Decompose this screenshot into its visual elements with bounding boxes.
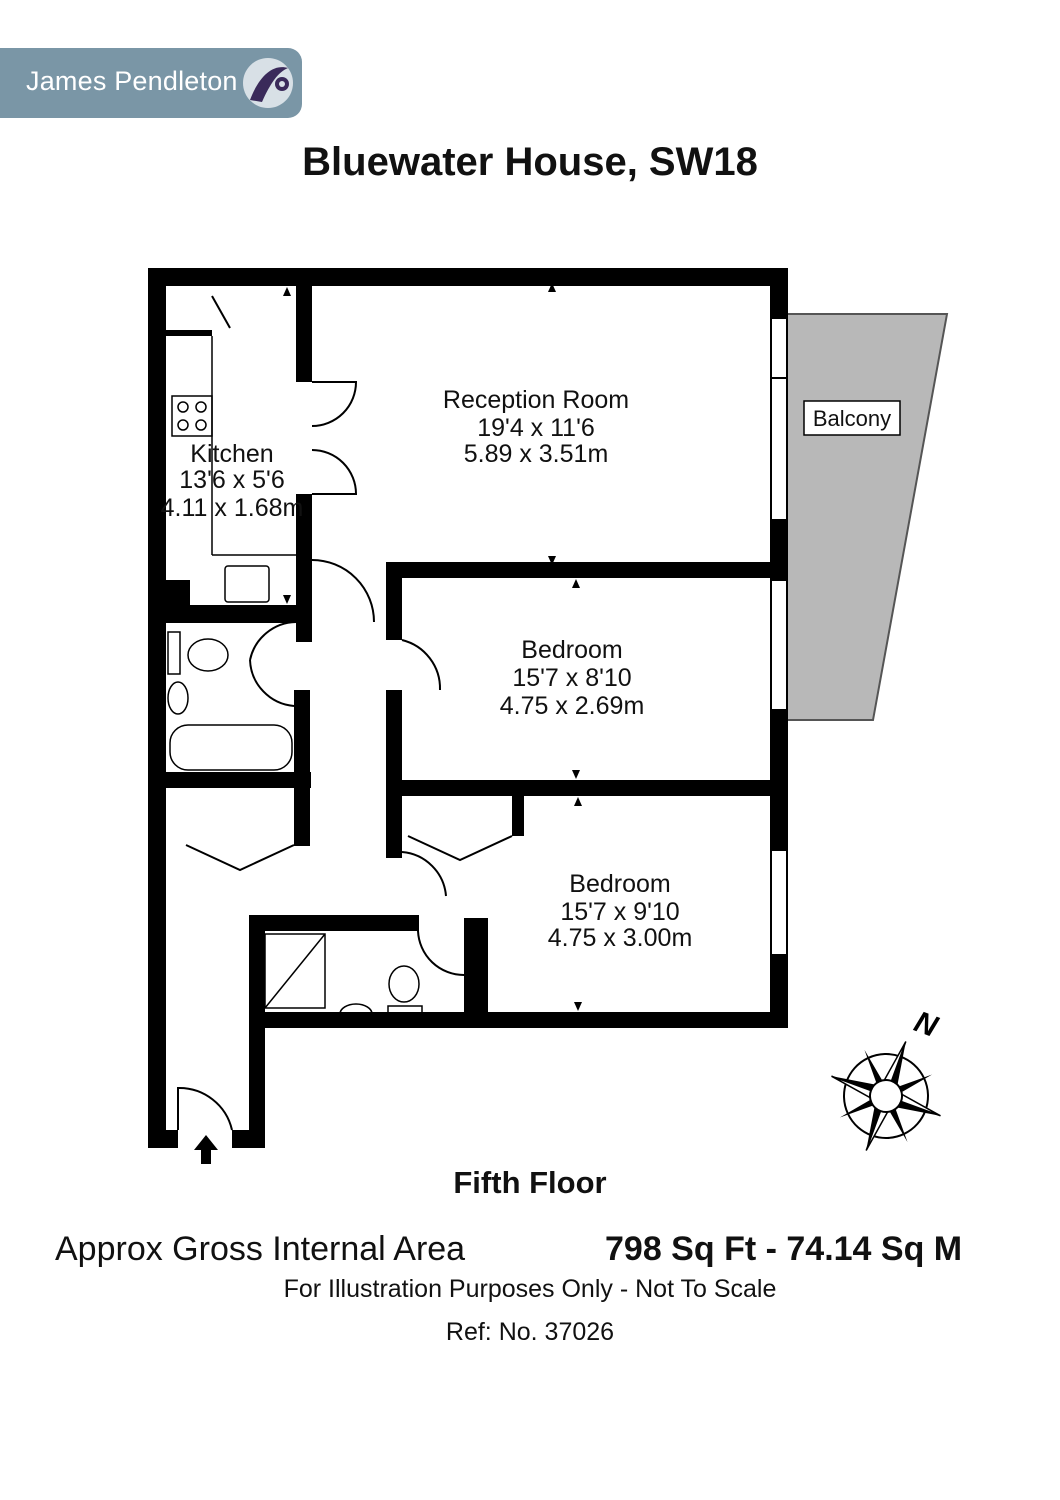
reference-number: Ref: No. 37026 <box>445 1318 615 1346</box>
floor-label: Fifth Floor <box>453 1165 607 1200</box>
disclaimer: For Illustration Purposes Only - Not To … <box>283 1275 777 1303</box>
room-label-kitchen: Kitchen 13'6 x 5'6 4.11 x 1.68m <box>161 440 304 522</box>
compass-label: N <box>910 1005 943 1044</box>
brand-logo: James Pendleton <box>0 48 302 118</box>
balcony-label: Balcony <box>813 406 891 431</box>
room-name: Bedroom <box>521 636 622 664</box>
room-imperial: 15'7 x 8'10 <box>512 664 631 692</box>
room-metric: 4.75 x 2.69m <box>500 692 645 720</box>
entrance-arrow-icon <box>194 1135 218 1164</box>
room-metric: 5.89 x 3.51m <box>464 440 609 468</box>
room-label-bedroom-2: Bedroom 15'7 x 9'10 4.75 x 3.00m <box>548 870 693 952</box>
area-value: 798 Sq Ft - 74.14 Sq M <box>605 1230 963 1268</box>
area-label: Approx Gross Internal Area <box>55 1230 466 1268</box>
windows <box>770 317 788 956</box>
page-title: Bluewater House, SW18 <box>302 140 758 184</box>
bathroom-fixtures <box>167 631 423 1025</box>
compass-rose-icon <box>831 1041 941 1151</box>
room-metric: 4.11 x 1.68m <box>161 494 304 522</box>
room-name: Bedroom <box>569 870 670 898</box>
room-name: Kitchen <box>190 440 273 468</box>
doors <box>177 295 513 1131</box>
room-label-bedroom-1: Bedroom 15'7 x 8'10 4.75 x 2.69m <box>500 636 645 720</box>
walls <box>148 268 788 1148</box>
room-metric: 4.75 x 3.00m <box>548 924 693 952</box>
logo-mark-icon <box>243 58 293 108</box>
balcony-area <box>785 313 949 721</box>
kitchen-fixtures <box>171 336 296 603</box>
brand-name: James Pendleton <box>26 66 238 96</box>
room-name: Reception Room <box>443 386 629 414</box>
balcony-label-box <box>803 400 901 436</box>
measure-markers <box>283 283 582 1011</box>
room-imperial: 19'4 x 11'6 <box>477 414 595 442</box>
room-label-reception: Reception Room 19'4 x 11'6 5.89 x 3.51m <box>443 386 629 468</box>
room-imperial: 15'7 x 9'10 <box>560 898 679 926</box>
room-imperial: 13'6 x 5'6 <box>179 466 284 494</box>
